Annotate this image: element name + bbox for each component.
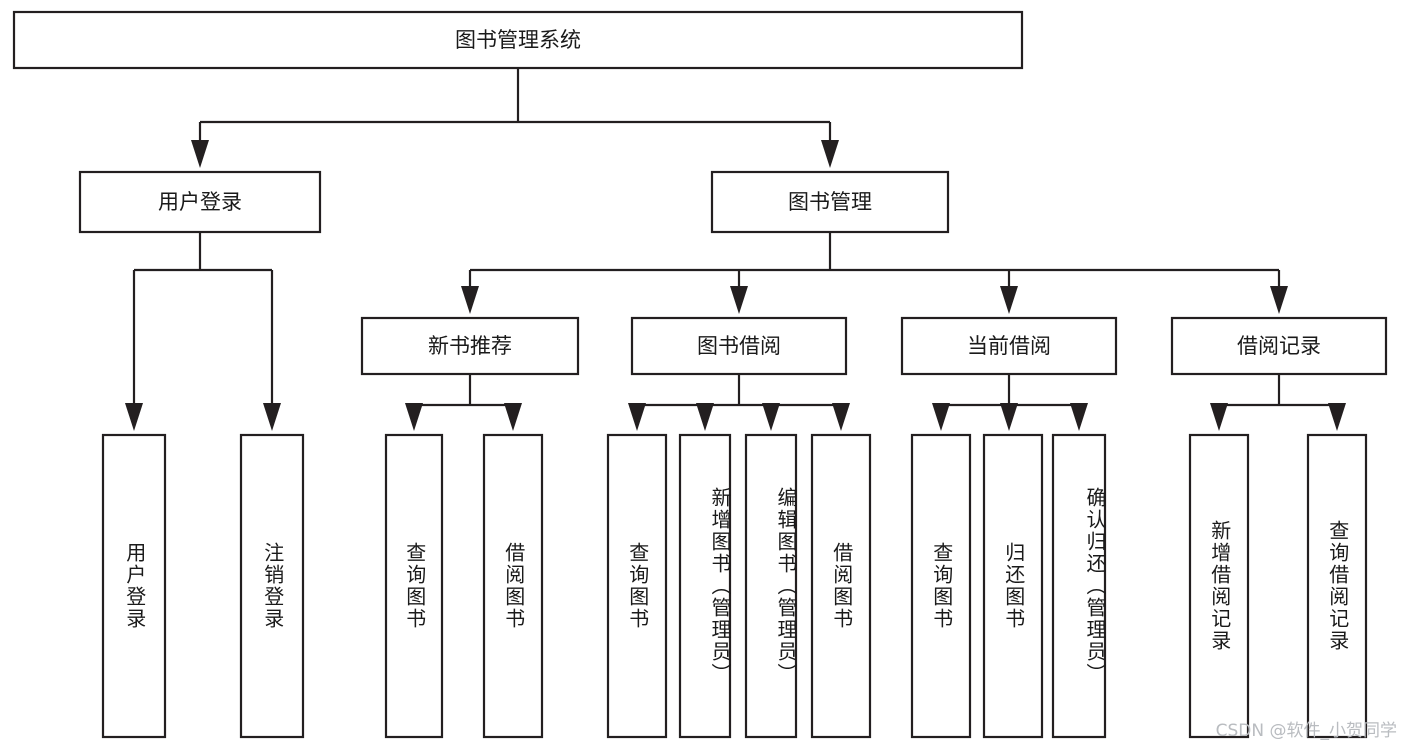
node-user-login[interactable]: 用户登录 (78, 170, 322, 234)
node-label: 图书管理系统 (455, 28, 581, 52)
node-label: 借阅记录 (1237, 334, 1321, 358)
node-box[interactable] (710, 170, 950, 234)
leaf-box-add-book[interactable] (678, 433, 732, 739)
node-new-book-recommend[interactable]: 新书推荐 (360, 316, 580, 376)
node-book-borrow[interactable]: 图书借阅 (630, 316, 848, 376)
leaf-box-confirm-return[interactable] (1051, 433, 1107, 739)
arrow-icon (696, 403, 714, 431)
leaf-box-add-record[interactable] (1188, 433, 1250, 739)
connector-root-to-level2 (191, 68, 839, 168)
arrow-icon (461, 286, 479, 314)
node-label: 当前借阅 (967, 334, 1051, 358)
node-borrow-record[interactable]: 借阅记录 (1170, 316, 1388, 376)
node-label: 图书借阅 (697, 334, 781, 358)
arrow-icon (730, 286, 748, 314)
connector-bookborrow-to-leaves (628, 374, 850, 431)
node-box[interactable] (1170, 316, 1388, 376)
arrow-icon (504, 403, 522, 431)
leaf-box-query-record[interactable] (1306, 433, 1368, 739)
node-box[interactable] (12, 10, 1024, 70)
leaf-box-logout[interactable] (239, 433, 305, 739)
node-current-borrow[interactable]: 当前借阅 (900, 316, 1118, 376)
arrow-icon (263, 403, 281, 431)
leaf-box-borrow-book-2[interactable] (810, 433, 872, 739)
arrow-icon (1070, 403, 1088, 431)
arrow-icon (1210, 403, 1228, 431)
connector-userlogin-to-leaves (125, 232, 281, 431)
arrow-icon (1270, 286, 1288, 314)
arrow-icon (628, 403, 646, 431)
leaf-box-query-book-1[interactable] (384, 433, 444, 739)
leaf-box-user-login[interactable] (101, 433, 167, 739)
arrow-icon (405, 403, 423, 431)
leaf-box-query-book-2[interactable] (606, 433, 668, 739)
arrow-icon (832, 403, 850, 431)
arrow-icon (125, 403, 143, 431)
arrow-icon (932, 403, 950, 431)
leaf-box-edit-book[interactable] (744, 433, 798, 739)
leaf-box-query-book-3[interactable] (910, 433, 972, 739)
arrow-icon (1000, 403, 1018, 431)
connector-currentborrow-to-leaves (932, 374, 1088, 431)
node-system-root[interactable]: 图书管理系统 (12, 10, 1024, 70)
node-box[interactable] (900, 316, 1118, 376)
connector-borrowrecord-to-leaves (1210, 374, 1346, 431)
arrow-icon (762, 403, 780, 431)
node-box[interactable] (78, 170, 322, 234)
leaf-box-return-book[interactable] (982, 433, 1044, 739)
connector-newbook-to-leaves (405, 374, 522, 431)
node-label: 图书管理 (788, 190, 872, 214)
node-label: 用户登录 (158, 190, 242, 214)
leaf-box-borrow-book-1[interactable] (482, 433, 544, 739)
arrow-icon (191, 140, 209, 168)
node-box[interactable] (630, 316, 848, 376)
connector-bookmanage-to-level3 (461, 232, 1288, 314)
node-box[interactable] (360, 316, 580, 376)
csdn-watermark: CSDN @软件_小贺同学 (1215, 721, 1397, 741)
node-book-manage[interactable]: 图书管理 (710, 170, 950, 234)
arrow-icon (1000, 286, 1018, 314)
arrow-icon (821, 140, 839, 168)
node-label: 新书推荐 (428, 334, 512, 358)
arrow-icon (1328, 403, 1346, 431)
